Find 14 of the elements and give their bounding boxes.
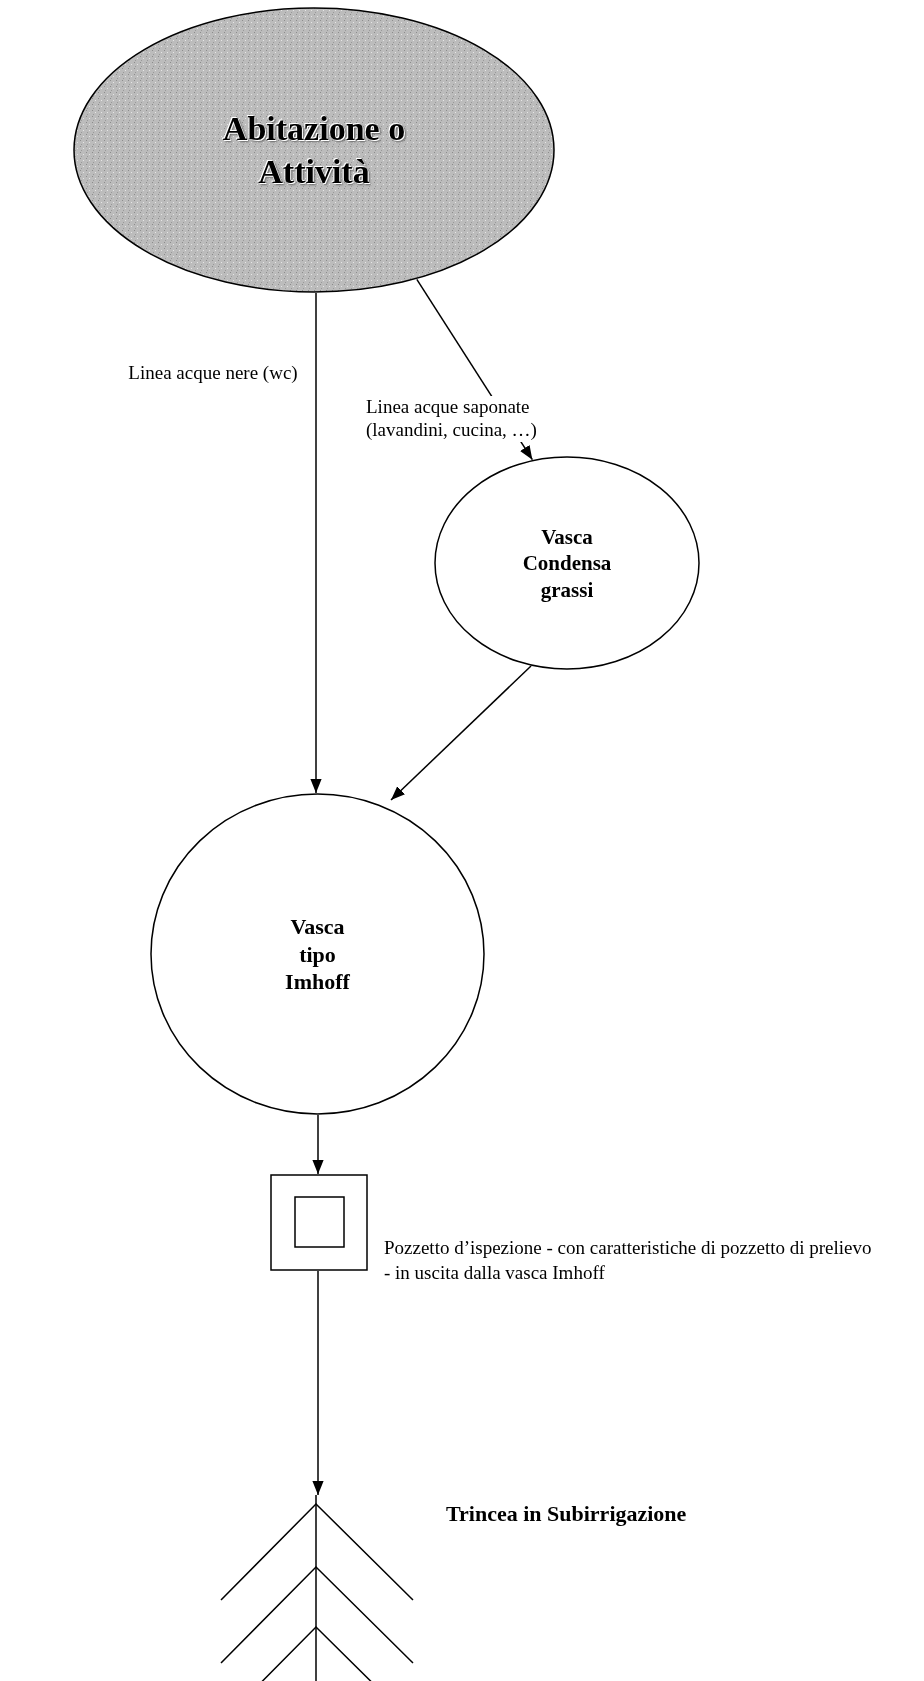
arrow [390,665,532,801]
arrow [312,1114,324,1175]
manhole-box [270,1174,368,1271]
house-ellipse [73,7,555,293]
node-label: Vasca Condensa grassi [521,523,613,603]
arrow [310,292,322,794]
trench-drawing [220,1495,414,1681]
node-label: Abitazione o Attività [221,108,407,191]
tank-circle [150,793,485,1115]
arrow [312,1270,324,1496]
trench-caption: Trincea in Subirrigazione [446,1500,688,1528]
manhole-caption: Pozzetto d’ispezione - con caratteristiche di pozzetto di prelievo - in uscita dalla vasca Imhoff [384,1236,873,1285]
tank-circle [434,456,700,670]
node-label: Vasca tipo Imhoff [284,912,351,996]
